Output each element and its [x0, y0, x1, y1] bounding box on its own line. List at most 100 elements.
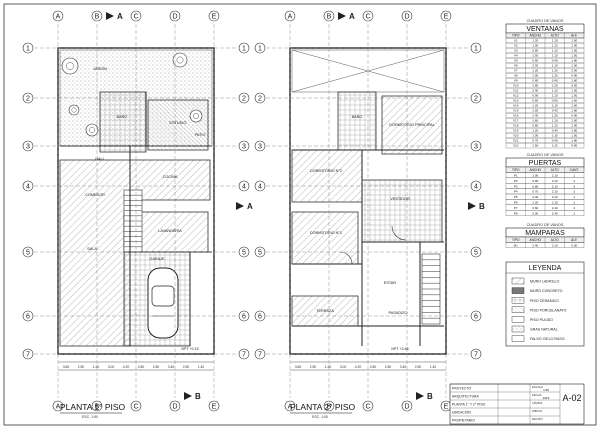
- grid-bubble-6: 6: [238, 310, 250, 322]
- svg-text:ESC. 1:50: ESC. 1:50: [312, 415, 328, 419]
- svg-text:CUADRO DE VANOS: CUADRO DE VANOS: [527, 19, 564, 23]
- svg-text:V10: V10: [513, 84, 519, 88]
- section-mark-A: A: [338, 12, 355, 21]
- svg-text:1.80: 1.80: [571, 129, 577, 133]
- dimension-label: 4.20: [355, 365, 362, 369]
- svg-text:0.90: 0.90: [571, 144, 577, 148]
- room-label: JARDÍN: [93, 67, 107, 71]
- room-label: DORMITORIO N°1: [310, 231, 342, 235]
- svg-text:1.00: 1.00: [532, 134, 538, 138]
- grid-bubble-A: A: [52, 10, 64, 22]
- grid-bubble-2: 2: [470, 92, 482, 104]
- svg-text:A: A: [56, 14, 61, 21]
- svg-text:0.90: 0.90: [571, 69, 577, 73]
- svg-text:2: 2: [242, 96, 246, 103]
- svg-text:7: 7: [474, 352, 478, 359]
- svg-text:0.80: 0.80: [532, 124, 538, 128]
- svg-text:P5: P5: [514, 195, 518, 199]
- svg-text:ANCHO: ANCHO: [529, 34, 541, 38]
- grid-bubble-6: 6: [22, 310, 34, 322]
- svg-text:1.00: 1.00: [532, 74, 538, 78]
- svg-text:0.80: 0.80: [532, 184, 538, 188]
- svg-text:B: B: [427, 392, 433, 401]
- grid-bubble-5: 5: [470, 246, 482, 258]
- svg-text:PISO CERÁMICO: PISO CERÁMICO: [530, 299, 559, 303]
- svg-text:0.60: 0.60: [532, 59, 538, 63]
- svg-text:2.10: 2.10: [552, 190, 558, 194]
- room-label: PATIO: [195, 133, 206, 137]
- svg-text:P7: P7: [514, 206, 518, 210]
- svg-text:1: 1: [242, 46, 246, 53]
- svg-text:V12: V12: [513, 94, 519, 98]
- svg-text:1.20: 1.20: [532, 69, 538, 73]
- plan2-stairs: [421, 253, 441, 325]
- dimension-label: 3.80: [295, 365, 302, 369]
- svg-text:1.20: 1.20: [552, 114, 558, 118]
- svg-text:0.90: 0.90: [571, 114, 577, 118]
- svg-text:3: 3: [26, 144, 30, 151]
- svg-text:1.00: 1.00: [571, 54, 577, 58]
- dimension-label: 3.00: [108, 365, 115, 369]
- svg-text:1.10: 1.10: [552, 124, 558, 128]
- svg-text:0.70: 0.70: [532, 139, 538, 143]
- svg-text:0.80: 0.80: [532, 79, 538, 83]
- room-label: COMEDOR: [85, 193, 105, 197]
- svg-text:1.10: 1.10: [552, 44, 558, 48]
- svg-text:2.10: 2.10: [552, 184, 558, 188]
- room-label: TERRAZA: [316, 309, 334, 313]
- svg-text:V4: V4: [514, 54, 518, 58]
- svg-text:4: 4: [474, 184, 478, 191]
- svg-text:2.40: 2.40: [552, 211, 558, 215]
- room-label: HALL: [95, 157, 105, 161]
- svg-text:PLANTA 2° PISO: PLANTA 2° PISO: [290, 402, 356, 412]
- svg-text:V7: V7: [514, 69, 518, 73]
- svg-text:1.10: 1.10: [552, 94, 558, 98]
- tree-icon: [172, 52, 188, 68]
- grid-bubble-D: D: [401, 10, 413, 22]
- svg-text:B: B: [327, 14, 332, 21]
- svg-text:4: 4: [258, 184, 262, 191]
- legend-item: MURO LADRILLO: [511, 277, 560, 285]
- grid-bubble-2: 2: [238, 92, 250, 104]
- title-block-row: PROYECTO: [452, 387, 471, 391]
- svg-text:0.40: 0.40: [552, 129, 558, 133]
- title-block-field: REVISÓ: [532, 416, 543, 421]
- svg-text:ALF.: ALF.: [571, 34, 577, 38]
- title-block-row: PLANTA 1° Y 2° PISO: [452, 403, 486, 407]
- svg-text:D: D: [404, 404, 409, 411]
- svg-text:1.00: 1.00: [571, 44, 577, 48]
- dimension-label: 2.50: [78, 365, 85, 369]
- grid-bubble-E: E: [440, 400, 452, 412]
- svg-text:2019: 2019: [543, 396, 550, 400]
- section-mark-B: B: [416, 392, 433, 401]
- svg-text:1.50: 1.50: [532, 144, 538, 148]
- svg-text:LEYENDA: LEYENDA: [529, 265, 562, 272]
- plan1-study: [147, 99, 209, 151]
- svg-text:CANT.: CANT.: [570, 168, 579, 172]
- svg-text:1: 1: [573, 174, 575, 178]
- svg-text:2.10: 2.10: [552, 179, 558, 183]
- svg-text:V17: V17: [513, 119, 519, 123]
- svg-text:ALTO: ALTO: [551, 238, 560, 242]
- svg-text:A: A: [349, 12, 355, 21]
- svg-text:6: 6: [26, 314, 30, 321]
- grid-bubble-7: 7: [22, 348, 34, 360]
- plan2-bedroom-b: [291, 149, 363, 203]
- grid-bubble-5: 5: [22, 246, 34, 258]
- room-label: DORMITORIO PRINCIPAL: [389, 123, 434, 127]
- svg-text:1: 1: [573, 195, 575, 199]
- svg-text:4: 4: [573, 179, 575, 183]
- level-label: NPT +0.15: [181, 347, 198, 351]
- section-mark-B: B: [468, 202, 485, 211]
- svg-text:V9: V9: [514, 79, 518, 83]
- grid-bubble-3: 3: [254, 140, 266, 152]
- svg-text:TIPO: TIPO: [512, 238, 520, 242]
- svg-text:0.40: 0.40: [552, 79, 558, 83]
- svg-text:0.60: 0.60: [532, 99, 538, 103]
- dimension-label: 2.80: [370, 365, 377, 369]
- grid-bubble-C: C: [362, 400, 374, 412]
- svg-text:B: B: [95, 404, 100, 411]
- svg-text:P4: P4: [514, 190, 518, 194]
